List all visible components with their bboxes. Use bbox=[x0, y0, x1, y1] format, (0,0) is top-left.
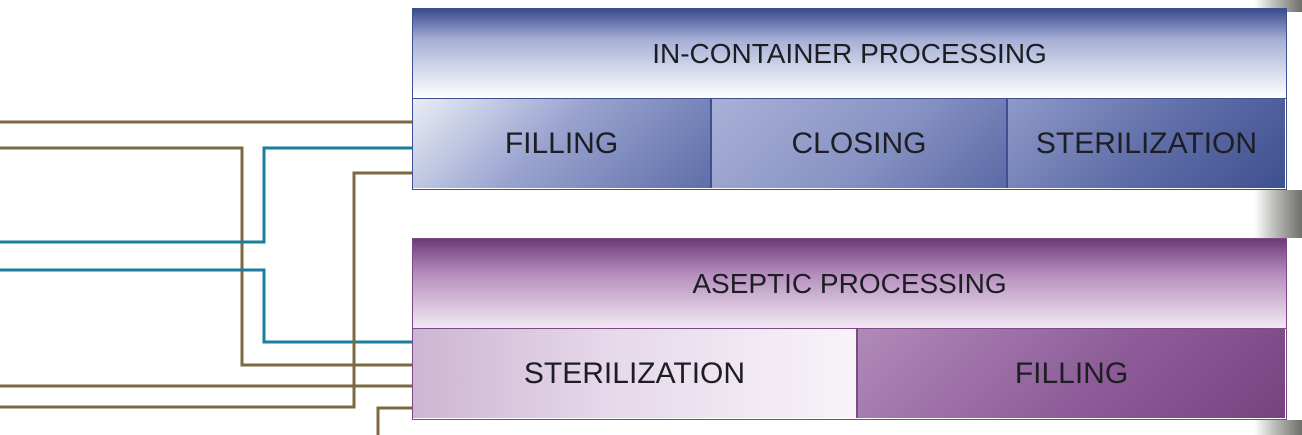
step-filling: FILLING bbox=[858, 329, 1285, 418]
connector-line-brown-5 bbox=[376, 406, 426, 435]
connector-line-blue-1 bbox=[0, 146, 426, 244]
photo-edge-bottom bbox=[1254, 420, 1302, 435]
step-sterilization: STERILIZATION bbox=[413, 329, 858, 418]
aseptic-steps: STERILIZATION FILLING bbox=[413, 329, 1286, 418]
connector-line-brown-2 bbox=[0, 146, 426, 367]
in-container-steps: FILLING CLOSING STERILIZATION bbox=[413, 99, 1286, 188]
aseptic-processing-title: ASEPTIC PROCESSING bbox=[413, 239, 1286, 329]
connector-line-brown-4 bbox=[0, 171, 426, 409]
step-closing: CLOSING bbox=[710, 99, 1006, 188]
in-container-processing-panel: IN-CONTAINER PROCESSING FILLING CLOSING … bbox=[412, 8, 1287, 190]
connector-line-blue-2 bbox=[0, 268, 426, 344]
step-sterilization: STERILIZATION bbox=[1006, 99, 1285, 188]
photo-edge-middle bbox=[1254, 190, 1302, 238]
in-container-processing-title: IN-CONTAINER PROCESSING bbox=[413, 9, 1286, 99]
aseptic-processing-panel: ASEPTIC PROCESSING STERILIZATION FILLING bbox=[412, 238, 1287, 420]
step-filling: FILLING bbox=[413, 99, 710, 188]
